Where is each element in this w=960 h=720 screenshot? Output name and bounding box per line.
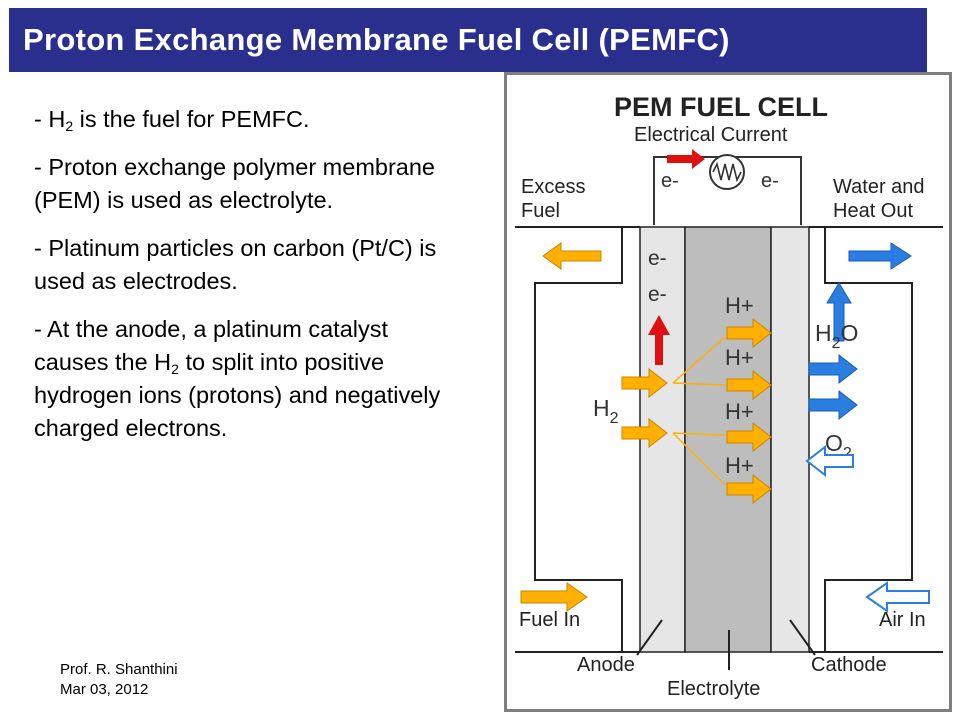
footer-date: Mar 03, 2012 (60, 681, 149, 698)
bullet-electrodes: - Platinum particles on carbon (Pt/C) is… (34, 235, 437, 294)
proton-arrow-4-icon (726, 473, 772, 505)
bullet-anode: - At the anode, a platinum catalyst caus… (34, 316, 441, 441)
page-title: Proton Exchange Membrane Fuel Cell (PEMF… (23, 22, 730, 57)
fuel-cell-diagram: PEM FUEL CELL Electrical Current e- e- E… (504, 72, 952, 712)
h2-arrow-upper-icon (621, 367, 668, 399)
footer-author: Prof. R. Shanthini (60, 661, 178, 678)
cathode-layer (770, 226, 810, 653)
proton-label-2: H+ (725, 345, 754, 370)
oxygen-in-arrow-icon (805, 444, 854, 478)
electron-right: e- (761, 170, 779, 192)
water-out-arrow-icon (848, 242, 912, 270)
cathode-channel (824, 227, 913, 652)
air-in-arrow-icon (865, 581, 930, 613)
water-heat-line2: Heat Out (833, 200, 913, 222)
air-in-label: Air In (879, 609, 926, 631)
anode-channel (534, 227, 623, 652)
excess-fuel-line1: Excess (521, 176, 585, 198)
electron-left: e- (661, 170, 679, 192)
proton-label-3: H+ (725, 399, 754, 424)
resistor-zigzag-icon (712, 161, 742, 183)
fuel-in-arrow-icon (520, 582, 588, 612)
footer: Prof. R. Shanthini Mar 03, 2012 (60, 660, 178, 700)
proton-label-1: H+ (725, 293, 754, 318)
anode-pointer (636, 619, 663, 656)
proton-arrow-2-icon (726, 369, 772, 401)
anode-label: Anode (577, 654, 635, 676)
proton-label-4: H+ (725, 453, 754, 478)
h2o-label: H2O (815, 320, 858, 352)
h2-label: H2 (593, 395, 619, 427)
current-label: Electrical Current (634, 124, 788, 146)
diagram-title: PEM FUEL CELL (614, 92, 828, 122)
current-arrow-icon (667, 149, 705, 169)
excess-fuel-arrow-icon (542, 242, 602, 270)
water-arrow-1-icon (808, 353, 858, 385)
cathode-pointer (789, 619, 816, 656)
bullet-list: - H2 is the fuel for PEMFC. - Proton exc… (34, 103, 464, 460)
bullet-fuel: - H2 is the fuel for PEMFC. (34, 106, 310, 134)
water-heat-line1: Water and (833, 176, 925, 198)
water-up-arrow-icon (826, 282, 852, 342)
fuel-in-label: Fuel In (519, 609, 580, 631)
proton-arrow-3-icon (726, 421, 772, 453)
proton-arrow-1-icon (726, 317, 772, 349)
bullet-membrane: - Proton exchange polymer membrane (PEM)… (34, 154, 436, 213)
cathode-label: Cathode (811, 654, 887, 676)
anode-electron-2: e- (648, 283, 667, 306)
electron-up-arrow-icon (648, 315, 670, 365)
h2-arrow-lower-icon (621, 417, 668, 449)
water-arrow-2-icon (808, 389, 858, 421)
anode-electron-1: e- (648, 247, 667, 270)
diagram-canvas: PEM FUEL CELL Electrical Current e- e- E… (515, 92, 943, 700)
o2-label: O2 (825, 430, 852, 462)
excess-fuel-line2: Fuel (521, 200, 560, 222)
electrolyte-label: Electrolyte (667, 678, 760, 700)
catalyst-split-lines (672, 336, 726, 486)
title-bar: Proton Exchange Membrane Fuel Cell (PEMF… (9, 8, 927, 72)
